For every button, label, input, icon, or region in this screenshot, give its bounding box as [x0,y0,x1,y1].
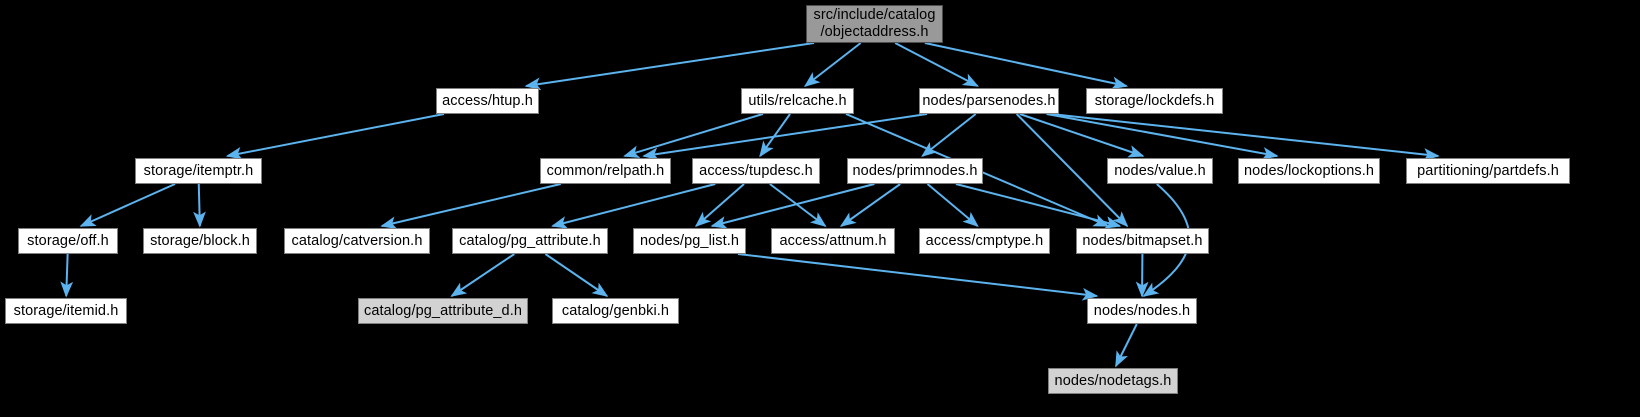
graph-node-cmptype[interactable]: access/cmptype.h [919,228,1050,254]
graph-node-objectaddress[interactable]: src/include/catalog /objectaddress.h [806,5,943,43]
graph-node-htup[interactable]: access/htup.h [436,88,539,114]
edge-parsenodes-to-bitmapset [1015,113,1129,228]
edge-parsenodes-to-primnodes [921,113,977,157]
edge-tupdesc-to-attnum [769,183,827,227]
edge-objectaddress-to-lockdefs [924,42,1129,90]
graph-node-tupdesc[interactable]: access/tupdesc.h [692,158,820,184]
graph-node-lockoptions[interactable]: nodes/lockoptions.h [1238,158,1380,184]
edge-parsenodes-to-lockoptions [1046,113,1279,160]
edge-itemptr-to-off [79,183,176,227]
edge-primnodes-to-cmptype [926,183,979,228]
edge-tupdesc-to-pg_list [694,183,745,228]
graph-node-relcache[interactable]: utils/relcache.h [741,88,854,114]
edge-objectaddress-to-parsenodes [894,42,979,87]
graph-node-block[interactable]: storage/block.h [143,228,257,254]
edge-relcache-to-relpath [623,113,764,158]
edge-primnodes-to-pg_list [710,183,875,229]
graph-node-relpath[interactable]: common/relpath.h [540,158,671,184]
edge-pg_attribute-to-pg_attribute_d [450,253,515,297]
graph-node-pg_attribute[interactable]: catalog/pg_attribute.h [452,228,608,254]
graph-node-itemptr[interactable]: storage/itemptr.h [135,158,262,184]
edge-relpath-to-catversion [380,183,561,229]
graph-node-attnum[interactable]: access/attnum.h [771,228,895,254]
edge-pg_attribute-to-genbki [544,253,609,297]
edge-nodes-to-nodetags [1115,323,1138,368]
graph-node-catversion[interactable]: catalog/catversion.h [284,228,430,254]
edge-pg_list-to-nodes [737,253,1099,301]
graph-node-bitmapset[interactable]: nodes/bitmapset.h [1076,228,1209,254]
graph-node-parsenodes[interactable]: nodes/parsenodes.h [919,88,1059,114]
edge-primnodes-to-attnum [839,183,901,227]
graph-node-nodetags[interactable]: nodes/nodetags.h [1048,368,1178,394]
graph-node-partdefs[interactable]: partitioning/partdefs.h [1406,158,1570,184]
graph-node-primnodes[interactable]: nodes/primnodes.h [847,158,983,184]
edge-parsenodes-to-partdefs [1050,113,1440,161]
graph-node-genbki[interactable]: catalog/genbki.h [552,298,679,324]
edge-relcache-to-tupdesc [759,113,791,158]
edge-objectaddress-to-htup [524,42,815,91]
edge-htup-to-itemptr [225,113,445,160]
edge-objectaddress-to-relcache [803,42,862,87]
edge-primnodes-to-bitmapset [955,183,1122,229]
edge-tupdesc-to-pg_attribute [551,183,716,229]
edge-parsenodes-to-relpath [642,113,928,161]
graph-node-lockdefs[interactable]: storage/lockdefs.h [1086,88,1223,114]
graph-node-nodes[interactable]: nodes/nodes.h [1087,298,1197,324]
graph-node-itemid[interactable]: storage/itemid.h [5,298,127,324]
edge-off-to-itemid [60,253,74,298]
edge-itemptr-to-block [193,183,206,228]
edge-parsenodes-to-value [1019,113,1145,158]
graph-node-value[interactable]: nodes/value.h [1107,158,1213,184]
graph-node-off[interactable]: storage/off.h [18,228,118,254]
graph-node-pg_list[interactable]: nodes/pg_list.h [633,228,746,254]
graph-node-pg_attribute_d[interactable]: catalog/pg_attribute_d.h [358,298,528,324]
